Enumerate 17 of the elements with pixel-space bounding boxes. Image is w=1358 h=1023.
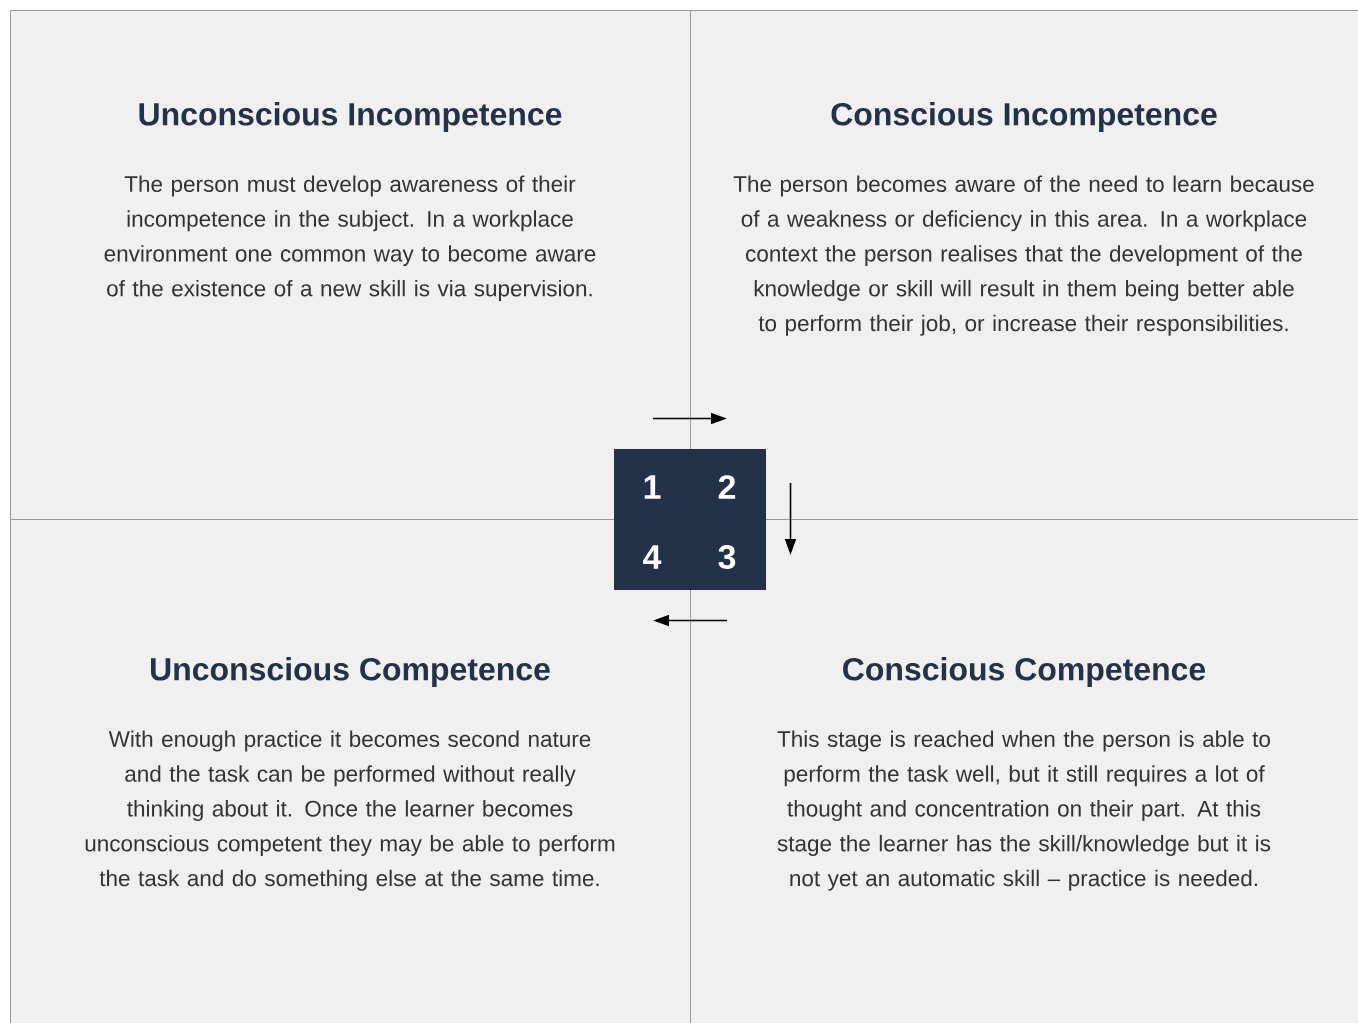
quadrant-description: This stage is reached when the person is able to perform the task well, but it still requires a lot of thought and concentration on their part. At this stage the learner has the skill/knowledge but it is not yet an automatic skill – practice is needed.	[777, 730, 1271, 891]
quadrant-box	[10, 519, 691, 1023]
quadrant-heading: Unconscious Competence	[151, 657, 550, 687]
quadrant-description: With enough practice it becomes second nature and the task can be performed without really thinking about it. Once the learner becomes unconscious competent they may be able to perform the task and do something else at the same time.	[85, 730, 615, 891]
quadrant-heading: Conscious Competence	[843, 657, 1206, 687]
label: 3	[718, 544, 736, 570]
quadrant-heading: Unconscious Incompetence	[139, 102, 562, 132]
quadrant-box	[10, 10, 691, 520]
label: 2	[718, 475, 736, 499]
quadrant-description: The person must develop awareness of their incompetence in the subject. In a workplace environment one common way to become aware of the existence of a new skill is via supervision.	[104, 175, 596, 301]
number-square: 1 2 4 3	[614, 449, 766, 590]
quadrant-box	[690, 10, 1358, 520]
label: 4	[643, 545, 662, 569]
label: 1	[644, 475, 661, 499]
quadrant-heading: Conscious Incompetence	[831, 102, 1217, 132]
quadrant-box	[690, 519, 1358, 1023]
quadrant-description: The person becomes aware of the need to learn because of a weakness or deficiency in this area. In a workplace context the person realises that the development of the knowledge or skill will result in them being better able to perform their job, or increase their responsibilities.	[733, 175, 1314, 336]
